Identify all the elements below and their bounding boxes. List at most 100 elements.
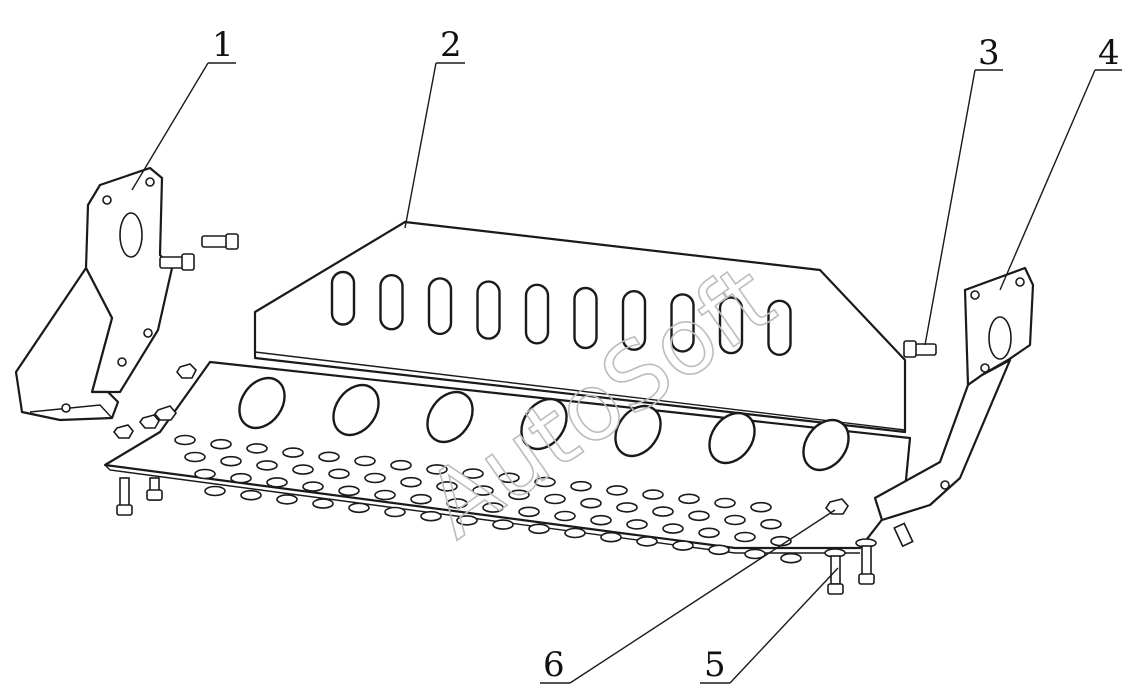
perforation-hole (256, 460, 278, 471)
perforation-hole (606, 485, 628, 496)
oval-hole (802, 418, 850, 472)
perforation-hole (410, 493, 432, 505)
perforation-hole (636, 536, 658, 547)
upper-slot (573, 286, 598, 350)
perforation-hole (544, 493, 566, 505)
oval-hole (426, 390, 474, 444)
perforation-hole (266, 477, 288, 488)
perforation-hole (708, 544, 730, 556)
upper-skid-plate (253, 220, 907, 434)
perforation-hole (616, 502, 638, 513)
leader-lines (131, 62, 1122, 684)
perforation-hole (174, 434, 196, 446)
perforation-hole (626, 519, 648, 530)
perforation-hole (348, 502, 370, 514)
upper-slot (524, 283, 550, 345)
lower-perforated-plate (103, 360, 912, 564)
perforation-hole (426, 464, 448, 475)
perforation-hole (750, 501, 772, 513)
oval-hole (708, 411, 756, 465)
perforation-hole (446, 498, 468, 509)
perforation-hole (328, 468, 350, 480)
perforation-hole (364, 472, 386, 484)
perforation-hole (518, 506, 540, 518)
callout-6: 6 (543, 645, 565, 685)
perforation-hole (678, 493, 700, 505)
callout-4: 4 (1098, 33, 1120, 73)
perforation-hole (220, 455, 242, 467)
perforation-hole (292, 464, 314, 475)
perforation-hole (570, 480, 592, 492)
perforation-hole (338, 485, 360, 497)
perforation-hole (590, 514, 612, 526)
upper-slot (767, 299, 792, 356)
perforation-hole (374, 489, 396, 501)
bolt-left-middle (159, 253, 195, 271)
perforation-hole (528, 523, 550, 535)
perforation-hole (312, 498, 334, 509)
perforation-hole (302, 481, 324, 492)
perforation-hole (282, 447, 304, 458)
oval-hole (332, 383, 380, 437)
perforation-hole (662, 523, 684, 534)
right-bracket (873, 266, 1035, 522)
callout-2: 2 (440, 25, 462, 65)
perforation-hole (498, 472, 520, 484)
perforation-hole (714, 497, 736, 509)
perforation-hole (698, 527, 720, 539)
upper-slot (427, 277, 453, 336)
perforation-hole (184, 451, 206, 463)
lower-plate-oval-holes (238, 376, 850, 472)
upper-slot (476, 280, 501, 340)
perforation-hole (760, 518, 782, 530)
left-bracket (14, 166, 174, 422)
perforation-hole (462, 468, 484, 479)
perforation-hole (780, 552, 802, 564)
upper-slot (379, 274, 404, 331)
lower-plate-perforations (174, 434, 802, 564)
perforation-hole (318, 451, 340, 463)
bolts-left-bottom (116, 477, 163, 516)
perforation-hole (482, 502, 504, 513)
perforation-hole (400, 476, 422, 488)
perforation-hole (276, 494, 298, 505)
perforation-hole (534, 476, 556, 488)
perforation-hole (580, 497, 602, 509)
callout-5: 5 (704, 645, 726, 685)
nuts-left (112, 363, 197, 439)
upper-slot (718, 296, 744, 355)
perforation-hole (688, 510, 710, 522)
oval-hole (520, 397, 568, 451)
perforation-hole (744, 548, 766, 560)
perforation-hole (240, 489, 262, 501)
perforation-hole (600, 531, 622, 543)
perforation-hole (246, 443, 268, 454)
oval-hole (238, 376, 286, 430)
perforation-hole (652, 506, 674, 517)
perforation-hole (390, 459, 412, 471)
upper-slot (621, 290, 647, 351)
perforation-hole (194, 468, 216, 480)
upper-slot (330, 270, 356, 326)
perforation-hole (472, 485, 494, 496)
perforation-hole (554, 510, 576, 522)
perforation-hole (420, 510, 442, 522)
nut-right (824, 498, 849, 515)
upper-plate-slots (330, 270, 792, 356)
perforation-hole (354, 455, 376, 467)
perforation-hole (642, 489, 664, 500)
perforation-hole (436, 481, 458, 492)
perforation-hole (204, 485, 226, 497)
perforation-hole (210, 438, 232, 450)
perforation-hole (672, 540, 694, 551)
bolt-right (903, 340, 937, 358)
bolt-left-upper (201, 233, 239, 250)
perforation-hole (508, 489, 530, 501)
callout-3: 3 (978, 33, 1000, 73)
perforation-hole (734, 531, 756, 543)
perforation-hole (384, 506, 406, 518)
upper-slot (670, 293, 695, 353)
perforation-hole (492, 519, 514, 530)
perforation-hole (724, 514, 746, 526)
